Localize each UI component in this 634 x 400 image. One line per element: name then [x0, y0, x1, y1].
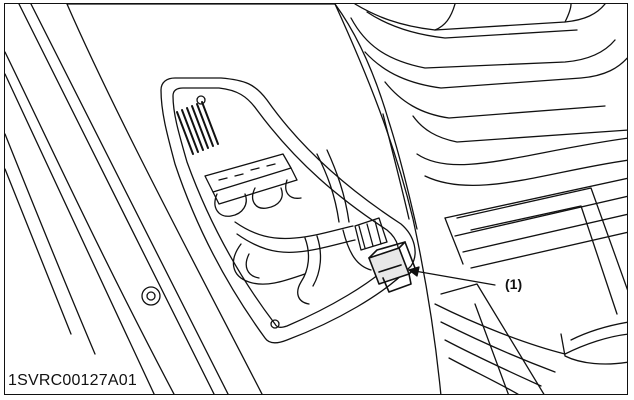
- floor-mat: [416, 137, 627, 394]
- callout-leader: [408, 266, 496, 286]
- connector-part: [368, 241, 416, 293]
- mounting-screw: [270, 319, 280, 329]
- relay-block: [204, 153, 302, 217]
- line-drawing: [5, 4, 627, 394]
- rivet-bolt: [141, 286, 161, 306]
- wiring-harness: [232, 149, 388, 305]
- figure-id: 1SVRC00127A01: [8, 372, 137, 389]
- illustration-frame: (1): [4, 3, 628, 395]
- rivet-bolt-center: [146, 291, 156, 301]
- mounting-screw: [196, 95, 206, 105]
- rear-cover-panel: [66, 4, 442, 394]
- left-fender-panel: [5, 4, 263, 394]
- operator-seat: [350, 4, 627, 143]
- callout-label: (1): [505, 276, 523, 292]
- cover-opening: [160, 77, 416, 344]
- vent-grille: [176, 101, 219, 155]
